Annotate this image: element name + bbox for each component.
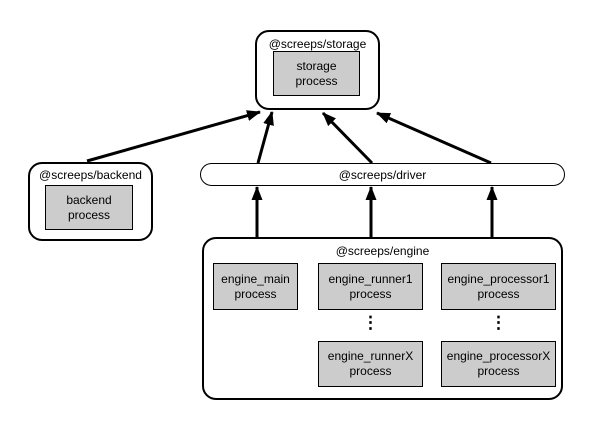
engine-processorX-line2: process — [477, 364, 520, 378]
engine-processor1-line1: engine_processor1 — [447, 271, 550, 286]
engine-runnerX-line1: engine_runnerX — [327, 349, 414, 363]
engine-group-title: @screeps/engine — [335, 244, 430, 258]
engine-processor1-line2: process — [477, 286, 520, 301]
engine-runnerX-line2: process — [349, 364, 392, 378]
backend-process-line2: process — [67, 207, 111, 222]
storage-group-title: @screeps/storage — [268, 37, 367, 51]
engine-runner1-line2: process — [349, 286, 392, 301]
storage-process-box: storage process — [273, 51, 360, 96]
driver-pill-label: @screeps/driver — [338, 167, 427, 182]
backend-group-title: @screeps/backend — [39, 168, 142, 182]
storage-group: @screeps/storage storage process — [255, 30, 380, 110]
edge-driver-to-storage — [321, 111, 374, 165]
edge-backend-to-storage — [86, 110, 261, 163]
backend-process-box: backend process — [45, 185, 133, 230]
processor-vertical-ellipsis: ⋮ — [490, 313, 507, 332]
driver-pill: @screeps/driver — [200, 163, 565, 186]
edge-driver-to-storage — [376, 111, 492, 165]
engine-runner1-process-box: engine_runner1 process — [318, 263, 423, 310]
runner-vertical-ellipsis: ⋮ — [362, 313, 379, 332]
backend-group: @screeps/backend backend process — [28, 162, 153, 241]
engine-main-process-box: engine_main process — [213, 263, 298, 310]
edge-driver-to-storage — [256, 111, 274, 164]
engine-processorX-process-box: engine_processorX process — [441, 341, 556, 387]
engine-runner1-line1: engine_runner1 — [328, 271, 413, 286]
storage-process-line1: storage — [296, 58, 337, 73]
engine-processor1-process-box: engine_processor1 process — [441, 263, 556, 310]
engine-main-line1: engine_main — [221, 271, 290, 286]
backend-process-line1: backend — [66, 192, 112, 207]
engine-group: @screeps/engine engine_main process engi… — [202, 237, 563, 400]
engine-processorX-line1: engine_processorX — [446, 349, 551, 363]
storage-process-line2: process — [295, 73, 338, 88]
engine-runnerX-process-box: engine_runnerX process — [318, 341, 423, 387]
engine-main-line2: process — [234, 286, 277, 301]
